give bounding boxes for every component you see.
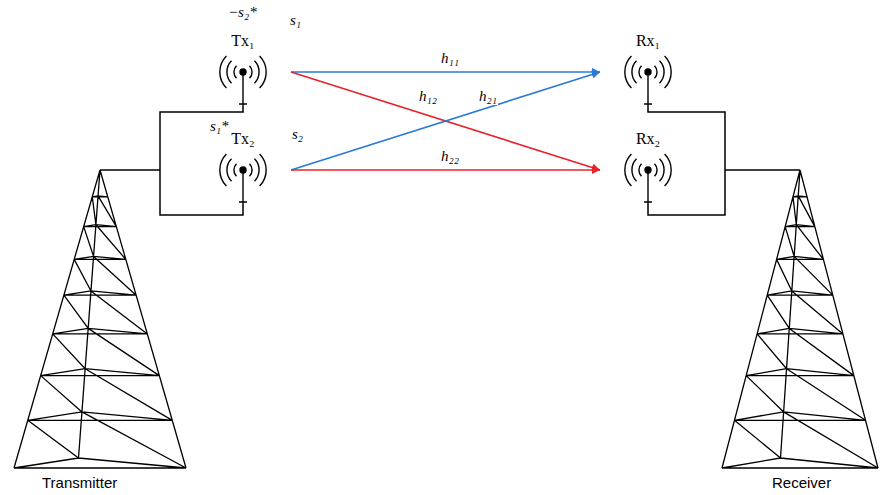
antenna-label: Rx₁ <box>600 32 696 49</box>
symbol-label: −s₂* <box>228 4 257 21</box>
caption-label: Receiver <box>772 474 831 491</box>
channel-label: h₂₁ <box>478 88 498 105</box>
caption-label: Transmitter <box>42 474 117 491</box>
symbol-label: s₁* <box>210 118 229 135</box>
symbol-label: s₁ <box>290 12 301 29</box>
antenna-node: Rx₁ <box>600 32 696 106</box>
antenna-label: Rx₂ <box>600 130 696 147</box>
lattice-tower <box>722 170 878 468</box>
tx-tower-wire <box>100 169 160 171</box>
channel-arrow <box>291 72 600 170</box>
antenna-label: Tx₁ <box>195 32 291 49</box>
symbol-label: s₂ <box>292 126 303 143</box>
rx-tower-wire <box>725 169 800 171</box>
channel-label: h₂₂ <box>440 148 460 165</box>
channel-arrow <box>291 72 600 170</box>
channel-label: h₁₁ <box>440 50 460 67</box>
tx-feed-wire <box>160 106 243 215</box>
antenna-node: Rx₂ <box>600 130 696 204</box>
channel-arrow <box>291 169 600 171</box>
channel-label: h₁₂ <box>418 88 438 105</box>
lattice-tower <box>14 170 186 468</box>
antenna-node: Tx₁ <box>195 32 291 106</box>
lattice-towers <box>14 170 878 468</box>
antenna-label: Tx₂ <box>195 130 291 147</box>
antenna-node: Tx₂ <box>195 130 291 204</box>
channel-arrow <box>291 71 600 73</box>
rx-feed-wire <box>648 106 725 215</box>
